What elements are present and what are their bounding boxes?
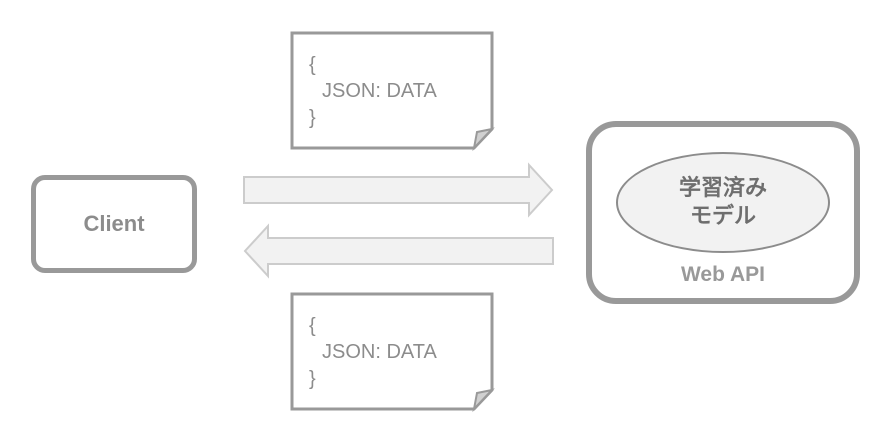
response-json-body: JSON: DATA [322, 341, 437, 363]
response-json-close: } [309, 368, 316, 390]
model-label-line1: 学習済み [678, 175, 767, 201]
request-note-fold-icon [472, 127, 495, 152]
response-note-fold-icon [472, 388, 495, 413]
model-label-line2: モデル [689, 203, 756, 229]
client-box: Client [31, 175, 197, 273]
request-json-body: JSON: DATA [322, 80, 437, 102]
arrow-right-icon [243, 162, 554, 218]
response-json-open: { [309, 315, 316, 337]
web-api-label: Web API [680, 263, 765, 286]
request-json-close: } [309, 107, 316, 129]
trained-model-ellipse: 学習済み モデル [616, 152, 830, 253]
request-payload-note: { JSON: DATA } [290, 31, 495, 152]
request-json-open: { [309, 54, 316, 76]
client-label: Client [83, 211, 145, 236]
arrow-left-icon [243, 223, 554, 279]
response-payload-note: { JSON: DATA } [290, 292, 495, 413]
web-api-box: 学習済み モデル Web API [586, 121, 860, 304]
